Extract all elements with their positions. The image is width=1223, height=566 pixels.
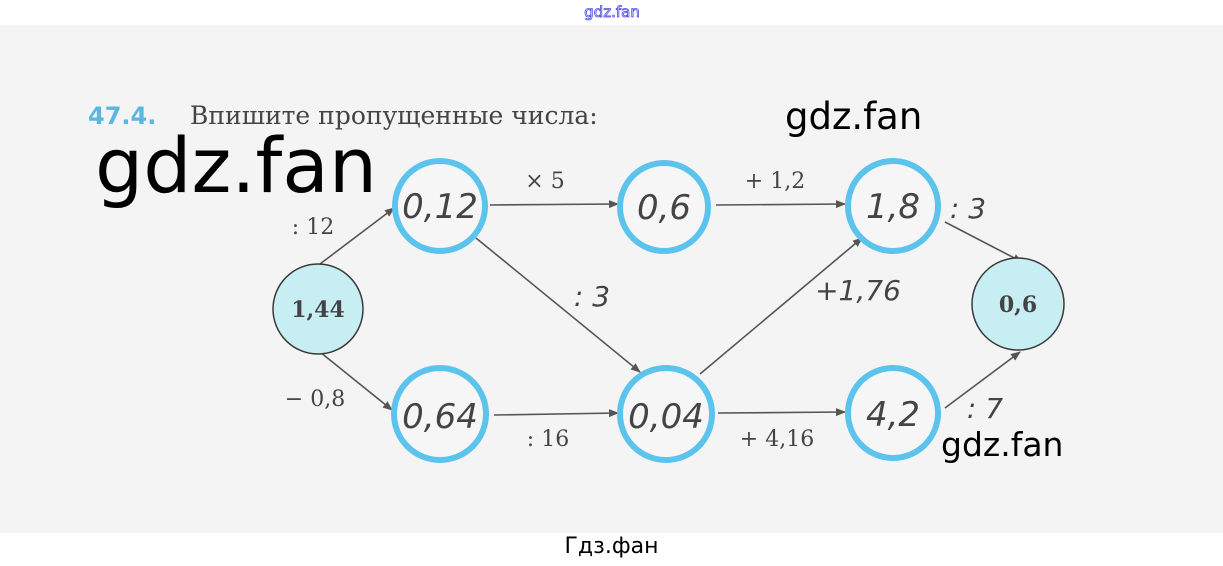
value-top2: 0,6 [637, 188, 691, 228]
node-bottom3 [845, 365, 941, 461]
edge-bottom3-end [944, 351, 1021, 409]
node-bottom2 [617, 365, 715, 463]
label-start-top1: : 12 [292, 215, 334, 240]
node-top3 [845, 158, 941, 254]
edge-top1-bottom2 [475, 237, 641, 373]
task-text: Впишите пропущенные числа: [190, 101, 598, 130]
edge-bottom2-top3 [699, 237, 863, 375]
task-number: 47.4. [88, 102, 156, 130]
svg-text:0,6: 0,6 [999, 292, 1037, 318]
label-bottom2-bottom3: + 4,16 [740, 427, 814, 452]
value-bottom3: 4,2 [866, 395, 920, 435]
caption: Гдз.фан [564, 534, 659, 559]
edge-bottom2-bottom3 [717, 408, 846, 417]
watermark-top: gdz.fan [584, 3, 640, 21]
value-top1: 0,12 [402, 187, 478, 227]
value-top3: 1,8 [866, 187, 920, 227]
edge-top3-end [944, 221, 1023, 263]
node-top2 [617, 160, 711, 254]
label-top2-top3: + 1,2 [745, 169, 805, 194]
svg-text:1,44: 1,44 [291, 297, 345, 323]
node-top1 [392, 158, 488, 254]
edge-bottom1-bottom2 [493, 409, 619, 418]
label-top1-bottom2: : 3 [574, 280, 610, 313]
label-top1-top2: × 5 [525, 169, 564, 194]
value-bottom1: 0,64 [402, 397, 478, 437]
node-start: 1,44 [272, 263, 364, 355]
watermark-right-top: gdz.fan [785, 95, 923, 138]
edge-start-top1 [319, 207, 395, 265]
node-bottom1 [391, 365, 489, 463]
watermark-right-bottom: gdz.fan [941, 425, 1064, 464]
label-bottom1-bottom2: : 16 [527, 427, 569, 452]
label-top3-end: : 3 [950, 192, 986, 225]
edges [319, 200, 1023, 418]
value-bottom2: 0,04 [628, 397, 704, 437]
edge-top1-top2 [489, 200, 619, 209]
edge-top2-top3 [715, 200, 846, 209]
watermark-large: gdz.fan [95, 121, 378, 210]
label-start-bottom1: − 0,8 [285, 387, 345, 412]
node-end: 0,6 [971, 257, 1065, 351]
label-bottom3-end: : 7 [967, 392, 1003, 425]
edge-start-bottom1 [319, 351, 393, 411]
label-bottom2-top3: +1,76 [815, 274, 901, 307]
